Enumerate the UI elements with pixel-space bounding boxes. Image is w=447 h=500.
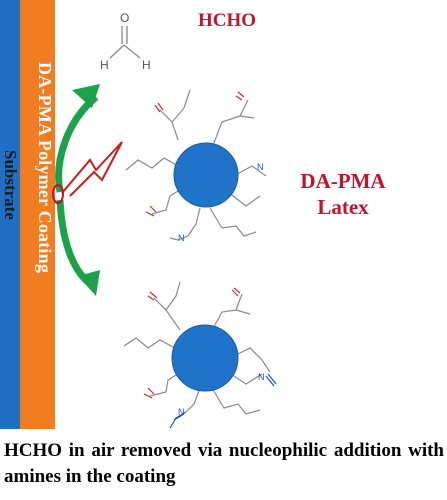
svg-text:N: N	[178, 233, 185, 243]
atom-o: O	[120, 11, 129, 25]
atom-h-right: H	[142, 58, 151, 72]
lightning-icon	[61, 141, 123, 197]
svg-text:N: N	[257, 162, 264, 172]
latex-particle-bottom: N N	[123, 281, 277, 429]
latex-sphere-bottom	[171, 324, 239, 392]
arrow-head-bottom-icon	[78, 270, 100, 296]
latex-label: DA-PMA Latex	[288, 168, 398, 220]
arrow-toward-coating	[55, 94, 99, 193]
caption: HCHO in air removed via nucleophilic add…	[4, 440, 444, 487]
latex-sphere-top	[173, 142, 239, 208]
svg-text:N: N	[178, 407, 185, 417]
reaction-site-icon	[52, 184, 64, 204]
hcho-title: HCHO	[198, 10, 257, 31]
atom-h-left: H	[100, 58, 109, 72]
latex-label-line2: Latex	[317, 195, 369, 219]
formaldehyde-structure: O H H	[100, 11, 151, 72]
svg-text:N: N	[258, 372, 265, 382]
arrow-away-from-coating	[56, 199, 91, 285]
arrow-head-top-icon	[72, 84, 100, 108]
latex-label-line1: DA-PMA	[300, 169, 386, 193]
substrate-layer	[0, 0, 20, 429]
coating-layer	[20, 0, 55, 429]
